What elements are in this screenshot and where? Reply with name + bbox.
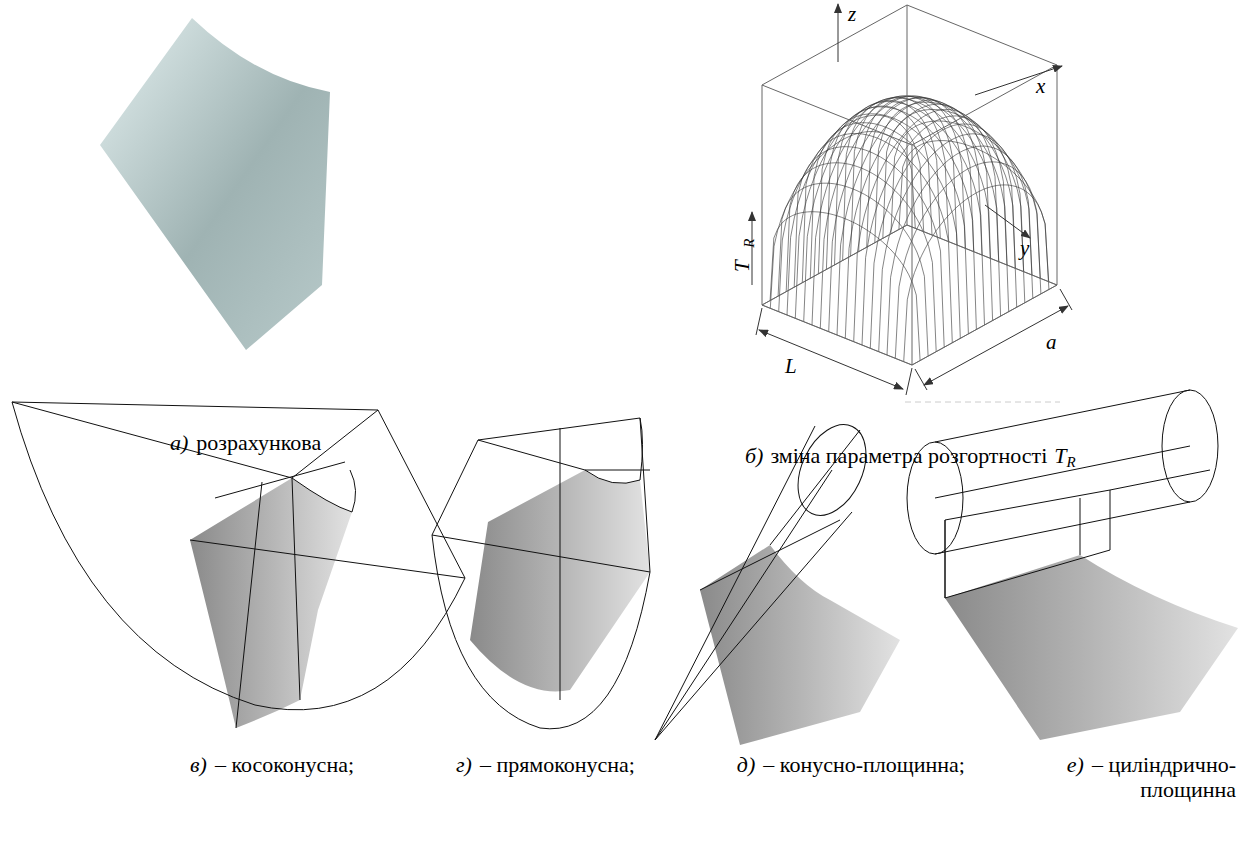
- mesh-line: [787, 106, 932, 315]
- mesh-line: [810, 123, 960, 339]
- mesh-line: [867, 98, 1017, 307]
- mesh-line: [875, 102, 1025, 303]
- caption-text: а): [170, 430, 188, 455]
- mesh-line: [778, 183, 928, 356]
- caption-text: a: [1046, 330, 1057, 354]
- caption-text: – конусно-площинна;: [763, 752, 965, 777]
- mesh-line: [829, 98, 974, 332]
- mesh-line: [891, 121, 1041, 294]
- caption-text: z: [848, 2, 856, 26]
- mesh-line: [779, 115, 924, 312]
- caption-text: R: [741, 239, 758, 248]
- mesh-line: [845, 104, 990, 338]
- caption-text: – прямоконусна;: [480, 752, 635, 777]
- baseline-dash: [905, 402, 1060, 403]
- caption-text: д): [737, 752, 755, 777]
- axes: [752, 4, 1062, 285]
- caption-text: – косоконусна;: [215, 752, 354, 777]
- dimension-lines: [756, 289, 1072, 395]
- plot-box: [762, 5, 1057, 365]
- caption-text: y: [1020, 236, 1029, 260]
- caption-text: в): [190, 752, 207, 777]
- caption-text: T: [730, 260, 754, 272]
- caption-text: е): [1067, 752, 1084, 777]
- mesh-line: [843, 98, 993, 321]
- mesh-line: [883, 110, 1033, 299]
- caption-text: T: [1054, 443, 1066, 468]
- mesh-line: [795, 101, 940, 319]
- cylinder-plane-figure: [907, 390, 1238, 740]
- oblique-cone-figure: [12, 402, 465, 728]
- mesh-line: [859, 96, 1009, 312]
- mesh-line: [899, 141, 1049, 290]
- mesh-line: [820, 96, 965, 328]
- caption-text: зміна параметра розгортності: [770, 443, 1047, 468]
- mesh-plot: [762, 96, 1057, 365]
- caption-text: г): [456, 752, 472, 777]
- right-cone-figure: [432, 418, 650, 729]
- caption-text: L: [785, 354, 797, 378]
- caption-text: x: [1036, 74, 1045, 98]
- caption-text: розрахункова: [196, 430, 321, 455]
- mesh-line: [770, 132, 915, 309]
- rotated-axis-label: TR: [730, 212, 754, 272]
- caption-text: R: [1067, 454, 1076, 471]
- caption-text: б): [745, 443, 763, 468]
- surface-sheet: [100, 18, 330, 350]
